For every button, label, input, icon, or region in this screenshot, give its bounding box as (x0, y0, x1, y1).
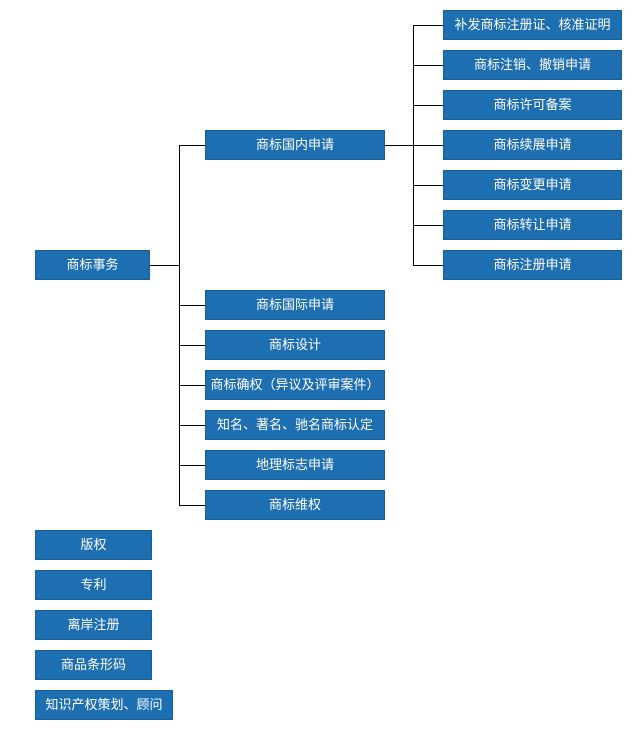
node-offshore-registration: 离岸注册 (35, 610, 152, 640)
node-geographical-indication: 地理标志申请 (205, 450, 385, 480)
node-cancellation-revocation: 商标注销、撤销申请 (443, 50, 622, 80)
node-registration-application: 商标注册申请 (443, 250, 622, 280)
node-license-recordal: 商标许可备案 (443, 90, 622, 120)
connector-mid-stub-5 (179, 465, 205, 466)
connector-root-stub (150, 265, 179, 266)
connector-mid-stub-4 (179, 425, 205, 426)
connector-mid-stub-1 (179, 305, 205, 306)
connector-right-stub-1 (413, 65, 443, 66)
connector-right-stub-0 (413, 25, 443, 26)
connector-mid-stub-0 (179, 145, 205, 146)
connector-right-stub-4 (413, 185, 443, 186)
node-domestic-application: 商标国内申请 (205, 130, 385, 160)
node-trademark-affairs: 商标事务 (35, 250, 150, 280)
node-trademark-confirmation: 商标确权（异议及评审案件） (205, 370, 385, 400)
connector-right-stub-2 (413, 105, 443, 106)
node-ip-planning-consulting: 知识产权策划、顾问 (35, 690, 173, 720)
node-copyright: 版权 (35, 530, 152, 560)
node-trademark-design: 商标设计 (205, 330, 385, 360)
connector-left-trunk (179, 145, 180, 506)
node-change-application: 商标变更申请 (443, 170, 622, 200)
node-patent: 专利 (35, 570, 152, 600)
connector-right-stub-6 (413, 265, 443, 266)
connector-right-trunk (413, 25, 414, 266)
node-reissue-certificate: 补发商标注册证、核准证明 (443, 10, 622, 40)
connector-mid-stub-3 (179, 385, 205, 386)
node-renewal-application: 商标续展申请 (443, 130, 622, 160)
connector-mid-stub-2 (179, 345, 205, 346)
node-wellknown-trademark-recognition: 知名、著名、驰名商标认定 (205, 410, 385, 440)
connector-right-stub-5 (413, 225, 443, 226)
node-trademark-rights-protection: 商标维权 (205, 490, 385, 520)
node-international-application: 商标国际申请 (205, 290, 385, 320)
node-barcode: 商品条形码 (35, 650, 152, 680)
connector-domestic-stub (385, 145, 443, 146)
connector-mid-stub-6 (179, 505, 205, 506)
node-assignment-application: 商标转让申请 (443, 210, 622, 240)
